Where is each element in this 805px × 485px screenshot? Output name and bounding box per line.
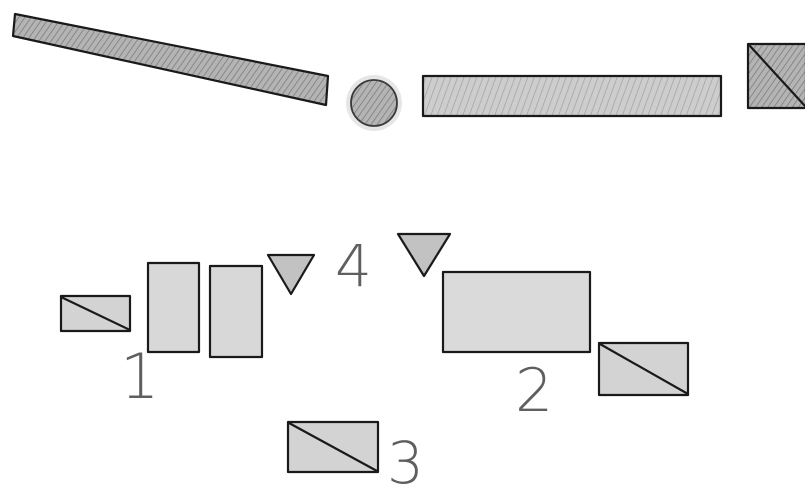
tall-box-left [148, 263, 199, 352]
triangle-marker-left [268, 255, 314, 294]
triangle-marker-right [398, 234, 450, 276]
tall-box-right [210, 266, 262, 357]
large-box-2 [443, 272, 590, 352]
shaded-circle [346, 75, 402, 131]
horizontal-shaded-bar [423, 76, 721, 116]
label-4: 4 [335, 232, 372, 300]
label-1: 1 [120, 340, 159, 413]
label-2: 2 [515, 356, 553, 426]
tilted-shaded-bar [13, 14, 328, 105]
small-diagonal-box-3 [288, 422, 378, 472]
label-3: 3 [387, 429, 424, 485]
small-diagonal-box-1 [61, 296, 130, 331]
small-diagonal-box-2 [599, 343, 688, 395]
diagonal-crossed-box-edge [748, 44, 805, 108]
